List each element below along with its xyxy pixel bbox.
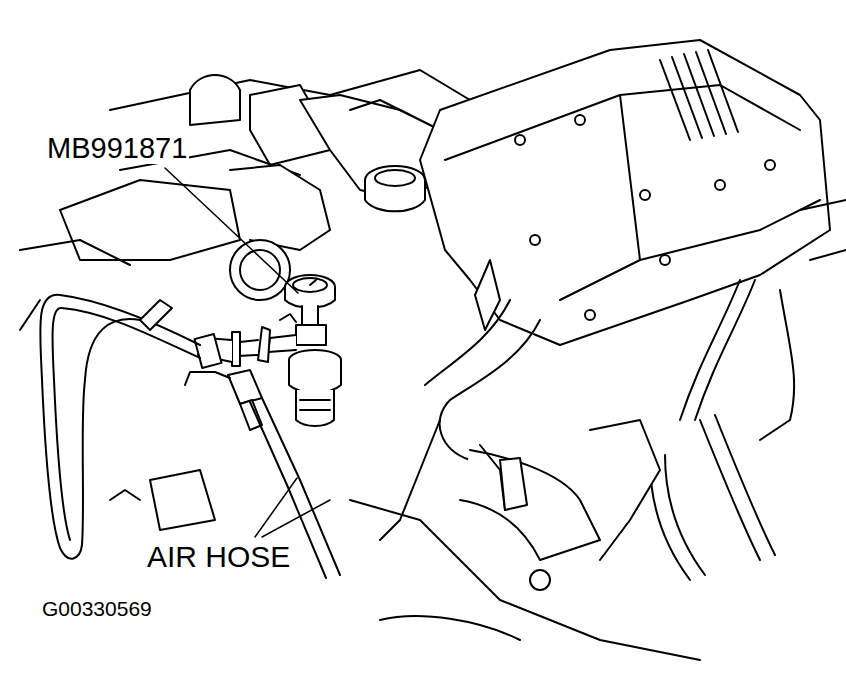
figure-number: G00330569 xyxy=(40,597,154,620)
part-label: AIR HOSE xyxy=(145,541,292,573)
part-label: MB991871 xyxy=(45,133,189,164)
